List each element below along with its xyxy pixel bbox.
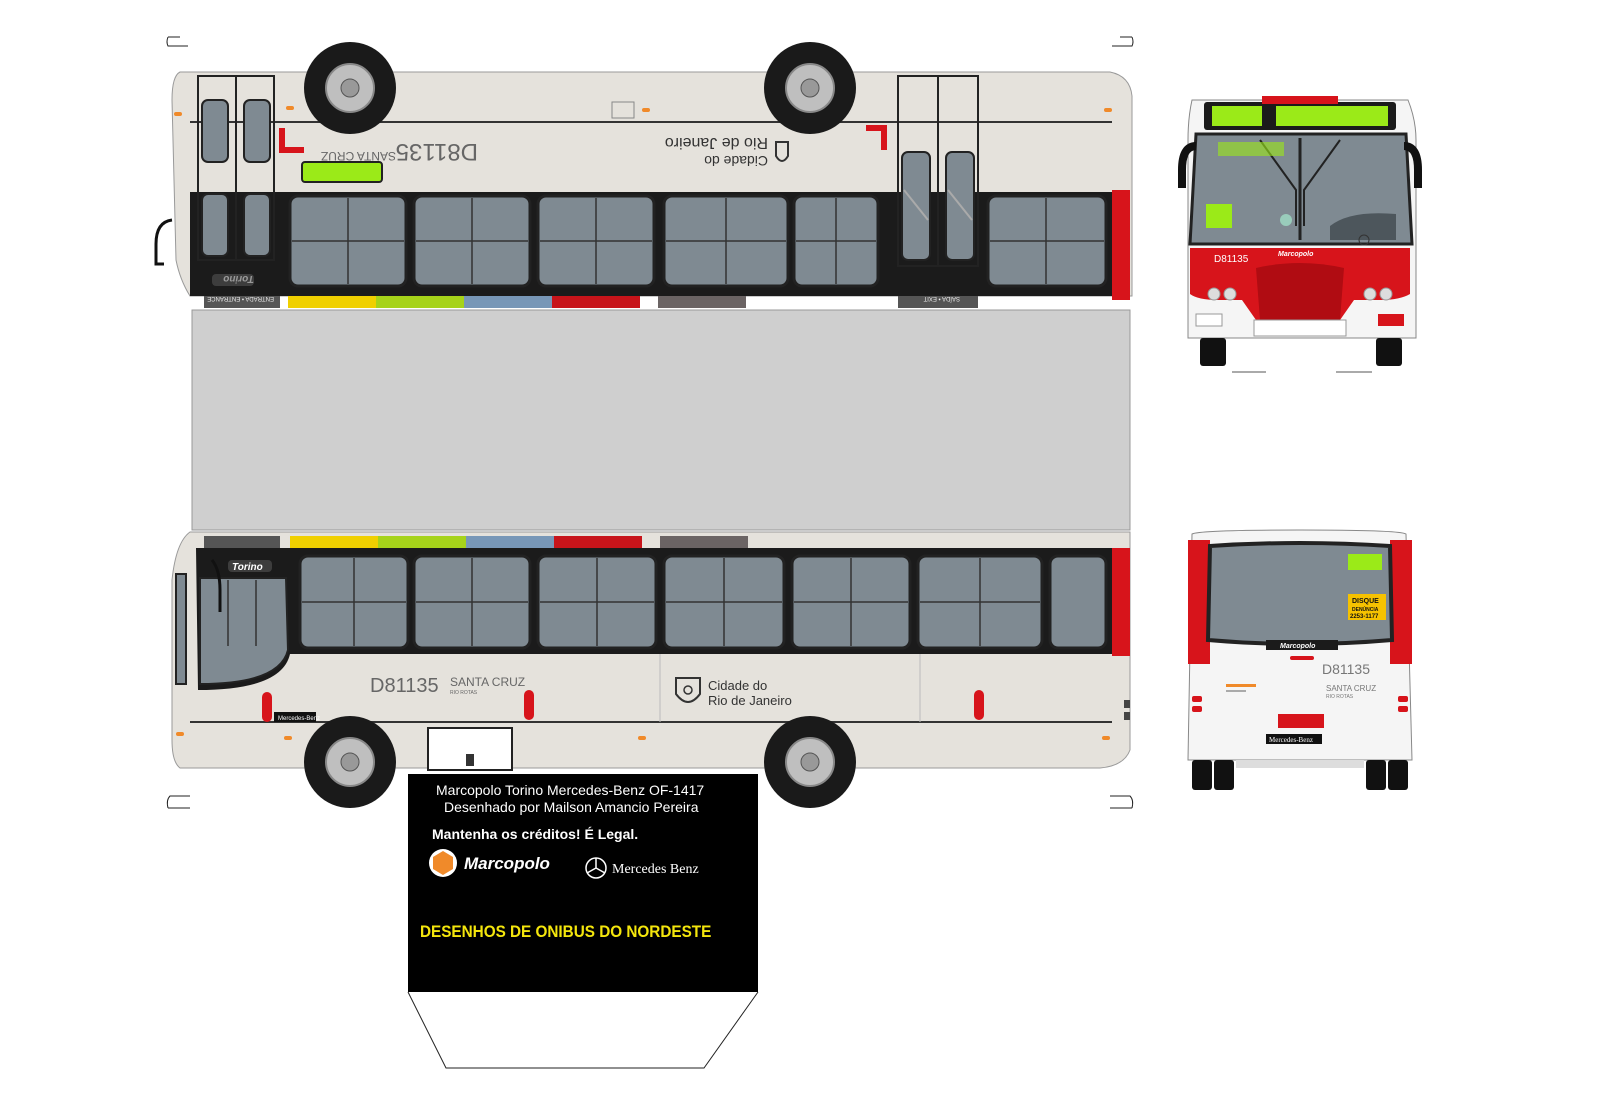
credits-logo-marcopolo: Marcopolo [464,854,550,873]
rear-view: DISQUE DENÚNCIA 2253-1177 Marcopolo D811… [1187,529,1413,790]
upper-front-door [197,75,275,261]
rear-hotline-sub: DENÚNCIA [1352,606,1379,613]
credits-footer: DESENHOS DE ONIBUS DO NORDESTE [420,922,712,941]
front-led-destination [1276,106,1388,126]
rear-brand: Marcopolo [1280,643,1316,650]
lower-maker-badge: Mercedes-Benz [278,716,320,722]
lower-front-window [199,577,290,686]
rear-fleet-number: D81135 [1322,661,1370,677]
lower-wheel-rear [764,716,856,808]
upper-wheel-rear [764,42,856,134]
lower-rear-red [1112,548,1130,656]
marcopolo-logo-icon [429,849,457,877]
lower-color-stripes [204,536,748,548]
credits-panel: Marcopolo Torino Mercedes-Benz OF-1417 D… [407,774,759,1069]
rear-hotline-title: DISQUE [1352,598,1379,605]
front-view: D81135 Marcopolo [1178,96,1422,373]
rear-operator: RIO ROTAS [1326,694,1354,700]
upper-rear-door [897,75,979,267]
upper-wheel-front [304,42,396,134]
credits-logo-mercedes: Mercedes Benz [612,862,699,877]
front-fleet-number: D81135 [1214,254,1249,265]
lower-wheel-front [304,716,396,808]
upper-city-line2: Rio de Janeiro [665,134,768,151]
upper-exit-label: SAÍDA • EXIT [923,295,960,302]
credits-line1: Marcopolo Torino Mercedes-Benz OF-1417 [436,782,704,798]
upper-city-line1: Cidade do [704,153,768,169]
roof-panel [191,309,1131,531]
credits-background [408,774,758,992]
upper-fleet-number: D81135 [396,138,478,165]
front-mercedes-star-icon [1358,234,1370,246]
rear-destination: SANTA CRUZ [1326,684,1376,693]
credits-line2: Desenhado por Mailson Amancio Pereira [444,799,699,815]
upper-city-crest-icon [775,141,789,162]
rear-plate: Mercedes-Benz [1269,736,1313,744]
upper-rear-red [1112,190,1130,300]
credits-line3: Mantenha os créditos! É Legal. [432,826,638,842]
lower-side-panel: Torino D81135 SANTA CRUZ RIO ROTAS Cidad… [166,531,1134,809]
upper-color-stripes [204,296,978,308]
lower-operator: RIO ROTAS [450,690,478,696]
upper-destination: SANTA CRUZ [321,149,396,163]
lower-city-crest-icon [675,677,701,703]
mercedes-star-icon [585,857,607,879]
lower-fleet-number: D81135 [370,675,439,697]
upper-side-panel: D81135 SANTA CRUZ Cidade do Rio de Janei… [154,36,1134,308]
credits-tab [407,991,759,1069]
lower-destination: SANTA CRUZ [450,675,525,689]
lower-city-line2: Rio de Janeiro [708,693,792,708]
upper-entrance-label: ENTRADA • ENTRANCE [207,295,274,301]
lower-model-badge: Torino [232,562,263,573]
rear-hotline-number: 2253-1177 [1350,614,1379,620]
lower-city-line1: Cidade do [708,678,767,693]
front-brand: Marcopolo [1278,251,1314,258]
upper-side-led-sign [301,161,383,183]
rear-window [1205,541,1395,646]
